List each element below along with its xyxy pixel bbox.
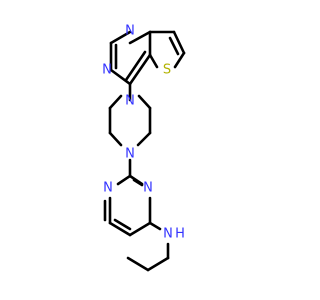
bond — [148, 221, 162, 231]
bond — [116, 174, 132, 186]
atom-nitrogen-label: N — [125, 24, 135, 39]
atom-nitrogen-label: N — [102, 63, 112, 78]
bond — [148, 53, 159, 69]
bond — [109, 68, 132, 86]
bond — [108, 94, 123, 110]
bond — [108, 131, 123, 147]
bond — [137, 94, 152, 110]
atom-hydrogen-label: H — [175, 227, 185, 242]
bond — [126, 256, 150, 272]
molecule-structure-canvas: N N S N N N N N H — [102, 23, 186, 272]
bond — [128, 221, 152, 237]
bond — [146, 256, 170, 272]
atom-nitrogen-label: N — [103, 181, 113, 196]
bond — [109, 30, 132, 45]
atom-sulfur-label: S — [163, 63, 171, 78]
bond — [136, 131, 152, 147]
bond — [168, 36, 180, 56]
bond — [124, 50, 147, 82]
bond — [172, 30, 186, 55]
atom-nitrogen-label: N — [163, 227, 173, 242]
bond-layer — [103, 30, 186, 272]
bond — [132, 178, 144, 187]
atom-nitrogen-label: N — [125, 147, 135, 162]
atom-nitrogen-label: N — [143, 181, 153, 196]
atom-nitrogen-label: N — [125, 94, 135, 109]
bond — [173, 51, 186, 69]
bond — [108, 221, 132, 237]
bond — [113, 218, 132, 231]
atom-labels: N N S N N N N N H — [102, 24, 185, 242]
bond — [128, 30, 152, 45]
bond — [128, 53, 152, 86]
